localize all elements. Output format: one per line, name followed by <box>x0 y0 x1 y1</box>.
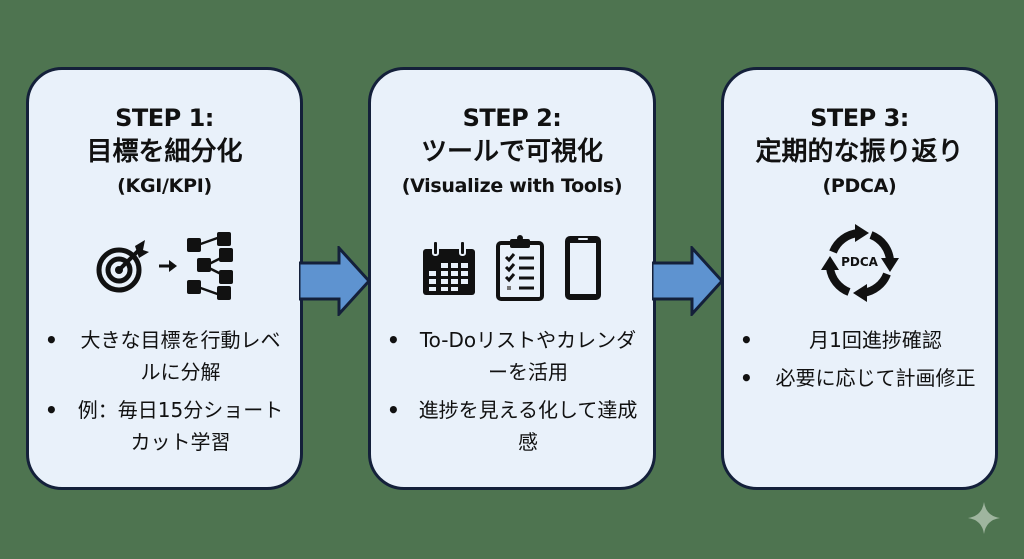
pdca-cycle-icon: PDCA <box>819 222 901 304</box>
pdca-cycle-label: PDCA <box>841 255 878 269</box>
step-1-bullets: •大きな目標を行動レベルに分解 •例：毎日15分ショートカット学習 <box>43 324 286 464</box>
step-3-bullets: •月1回進捗確認 •必要に応じて計画修正 <box>738 324 981 400</box>
flow-arrow-1 <box>299 246 371 316</box>
step-3-subheading: (PDCA) <box>822 175 897 197</box>
checklist-clipboard-icon <box>496 235 544 301</box>
step-3-icons: PDCA <box>724 222 995 304</box>
step-3-card: STEP 3: 定期的な振り返り (PDCA) PDCA <box>721 67 998 490</box>
bullet-item: •To-Doリストやカレンダーを活用 <box>387 328 637 384</box>
target-icon <box>96 240 149 293</box>
step-1-card: STEP 1: 目標を細分化 (KGI/KPI) <box>26 67 303 490</box>
step-1-title: STEP 1: <box>115 104 214 132</box>
bullet-item: •進捗を見える化して達成感 <box>387 398 638 454</box>
bullet-item: •月1回進捗確認 <box>740 328 942 352</box>
step-2-title: STEP 2: <box>462 104 562 132</box>
cycle-arrows-icon <box>820 224 899 302</box>
step-1-icons <box>29 230 300 302</box>
arrow-right-icon <box>158 260 177 272</box>
step-2-subheading: (Visualize with Tools) <box>401 175 623 197</box>
sparkle-icon <box>968 502 1000 534</box>
step-2-heading: ツールで可視化 <box>420 137 603 167</box>
step-1-subheading: (KGI/KPI) <box>117 175 212 197</box>
step-2-card: STEP 2: ツールで可視化 (Visualize with Tools) <box>368 67 656 490</box>
bullet-item: •例：毎日15分ショートカット学習 <box>45 398 284 454</box>
calendar-icon <box>423 240 475 295</box>
step-2-icons <box>371 232 653 304</box>
bullet-item: •必要に応じて計画修正 <box>740 366 976 390</box>
step-1-heading: 目標を細分化 <box>86 137 243 167</box>
step-3-heading: 定期的な振り返り <box>755 137 964 167</box>
step-3-title: STEP 3: <box>810 104 909 132</box>
smartphone-icon <box>565 236 601 300</box>
hierarchy-icon <box>186 232 233 300</box>
step-2-bullets: •To-Doリストやカレンダーを活用 •進捗を見える化して達成感 <box>385 324 639 464</box>
bullet-item: •大きな目標を行動レベルに分解 <box>45 328 281 384</box>
flow-arrow-2 <box>652 246 724 316</box>
